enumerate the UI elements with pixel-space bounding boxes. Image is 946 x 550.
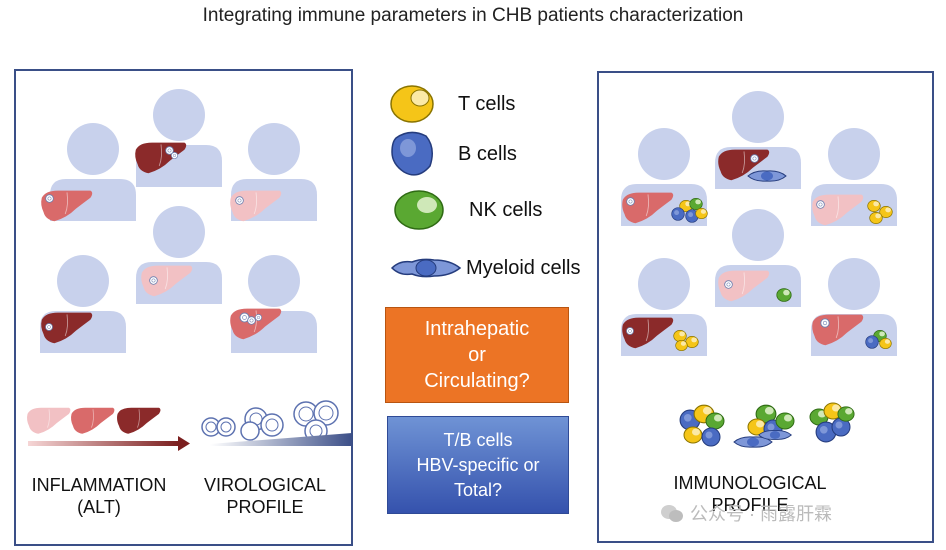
immunological-label: IMMUNOLOGICAL PROFILE: [673, 473, 827, 515]
myeloid-cell-icon: [390, 258, 462, 278]
left-panel-illustration: [26, 89, 352, 451]
inflammation-label: INFLAMMATION (ALT): [31, 475, 167, 517]
virus-icon: [255, 314, 262, 321]
alt-arrow-head: [178, 436, 190, 451]
liver-icon: [26, 407, 71, 435]
legend-b-cells: B cells: [388, 128, 517, 180]
virus-icon: [235, 196, 244, 205]
wechat-icon: [661, 505, 683, 522]
b-cell-icon: [391, 131, 433, 176]
virological-label: VIROLOGICAL PROFILE: [203, 475, 327, 517]
right-panel: [597, 71, 934, 543]
viral-particles: [201, 400, 339, 443]
virus-icon: [149, 276, 158, 285]
virus-icon: [724, 280, 733, 289]
virus-icon: [45, 323, 53, 331]
legend-myeloid-cells: Myeloid cells: [390, 254, 580, 282]
virology-gradient-bar: [210, 433, 352, 446]
tb-cells-specificity-box: T/B cells HBV-specific or Total?: [387, 416, 569, 514]
virus-icon: [626, 197, 635, 206]
legend-nk-cells: NK cells: [393, 188, 542, 232]
virus-icon: [750, 154, 759, 163]
t-cell-icon: [390, 85, 434, 123]
virus-icon: [247, 316, 256, 325]
liver-icon: [116, 407, 161, 435]
immune-cluster-2: [733, 404, 795, 448]
figure-title: Integrating immune parameters in CHB pat…: [202, 5, 744, 26]
immune-cluster-1: [679, 404, 725, 447]
virus-icon: [816, 200, 825, 209]
virus-icon: [171, 152, 178, 159]
virus-icon: [626, 327, 634, 335]
alt-gradient-bar: [28, 441, 178, 446]
virus-icon: [820, 318, 830, 328]
watermark: 公众号 · 雨露肝霖: [660, 500, 832, 526]
immune-cluster-3: [809, 402, 855, 443]
nk-cell-icon: [394, 190, 444, 230]
liver-icon: [70, 407, 115, 435]
legend-t-cells: T cells: [388, 82, 515, 126]
virus-icon: [45, 194, 54, 203]
left-panel: [14, 69, 353, 546]
intrahepatic-or-circulating-box: Intrahepatic or Circulating?: [385, 307, 569, 403]
